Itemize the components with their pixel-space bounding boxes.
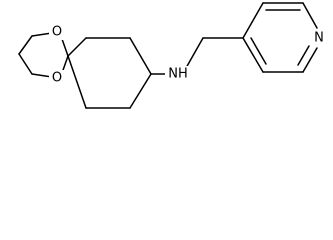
bond-c4-c3-pyr <box>242 2 264 39</box>
amine-linker <box>150 37 244 75</box>
atom-n-pyridine: N <box>314 31 324 46</box>
bond-o-top-spiro <box>61 38 69 57</box>
nh-label-bg <box>165 66 191 82</box>
bond-ch2-ch2 <box>18 35 33 55</box>
bond-c2-n-pyr <box>302 2 318 29</box>
bond-c5-c4-pyr <box>242 37 264 73</box>
molecule-structure: O O NH N <box>18 2 327 109</box>
atom-o-bottom: O <box>52 71 62 86</box>
o-bottom-label-bg <box>49 70 65 86</box>
pyridine-ring <box>242 2 318 73</box>
pyridine-inner-double-left <box>250 37 267 65</box>
bond-c2-c3 <box>129 37 152 75</box>
bond-ch2-o-top <box>31 32 53 37</box>
atom-o-top: O <box>52 25 62 40</box>
bond-n-ch2 <box>185 37 204 69</box>
o-top-label-bg <box>49 24 65 40</box>
dioxolane-ring <box>18 32 69 78</box>
bond-ch2-ch2-lower <box>18 53 33 75</box>
bond-c5-spiro <box>67 55 87 109</box>
n-pyridine-label-bg <box>311 30 327 46</box>
bond-n-c6-pyr <box>302 47 318 73</box>
cyclohexane-ring <box>67 37 152 109</box>
bond-o-bottom-ch2 <box>31 73 53 78</box>
bond-spiro-c1 <box>67 37 87 57</box>
atom-nh: NH <box>168 67 188 82</box>
pyridine-inner-double-right <box>297 45 310 66</box>
bond-c3-c4 <box>129 73 152 109</box>
